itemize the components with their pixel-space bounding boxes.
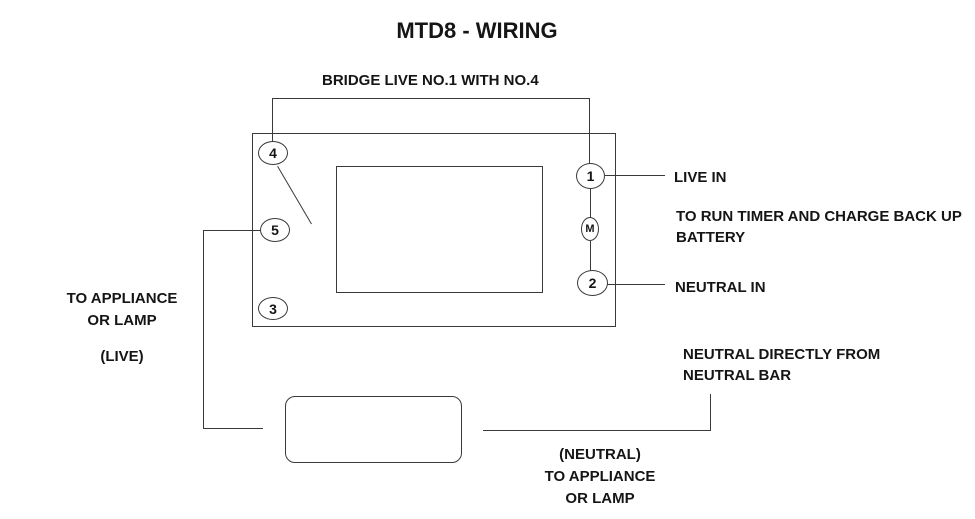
bridge-wire-horizontal [272,98,590,99]
wire-neutral-out-horizontal [483,430,711,431]
timer-display-window [336,166,543,293]
label-neutral-in: NEUTRAL IN [675,279,766,296]
label-neutral-from-bar: NEUTRAL DIRECTLY FROM NEUTRAL BAR [683,346,881,384]
label-timer-charge-note: TO RUN TIMER AND CHARGE BACK UP BATTERY [676,208,962,246]
label-live-in: LIVE IN [674,169,727,186]
terminal-4: 4 [258,141,288,165]
wire-appliance-live-horizontal [203,428,263,429]
label-to-appliance-live: TO APPLIANCE OR LAMP [66,290,178,329]
appliance-connector-block [285,396,462,463]
wire-neutral-in-lead [607,284,665,285]
wire-neutral-bar-drop [710,394,711,431]
timer-unit-outline [252,133,616,327]
terminal-5: 5 [260,218,290,242]
terminal-1: 1 [576,163,605,189]
wire-terminal-1-to-motor [590,189,591,218]
wire-live-in-lead [605,175,665,176]
terminal-3: 3 [258,297,288,320]
bridge-wire-to-terminal-4 [272,98,273,142]
wire-appliance-live-vertical [203,230,204,429]
bridge-wire-to-terminal-1 [589,98,590,164]
diagram-title: MTD8 - WIRING [396,18,558,43]
wire-terminal-5-lead [203,230,261,231]
terminal-2: 2 [577,270,608,296]
label-neutral-to-appliance: (NEUTRAL) TO APPLIANCE OR LAMP [544,446,656,507]
terminal-motor: M [581,217,599,241]
bridge-note: BRIDGE LIVE NO.1 WITH NO.4 [322,72,539,89]
label-live-paren: (LIVE) [100,348,144,365]
wire-motor-to-terminal-2 [590,241,591,271]
